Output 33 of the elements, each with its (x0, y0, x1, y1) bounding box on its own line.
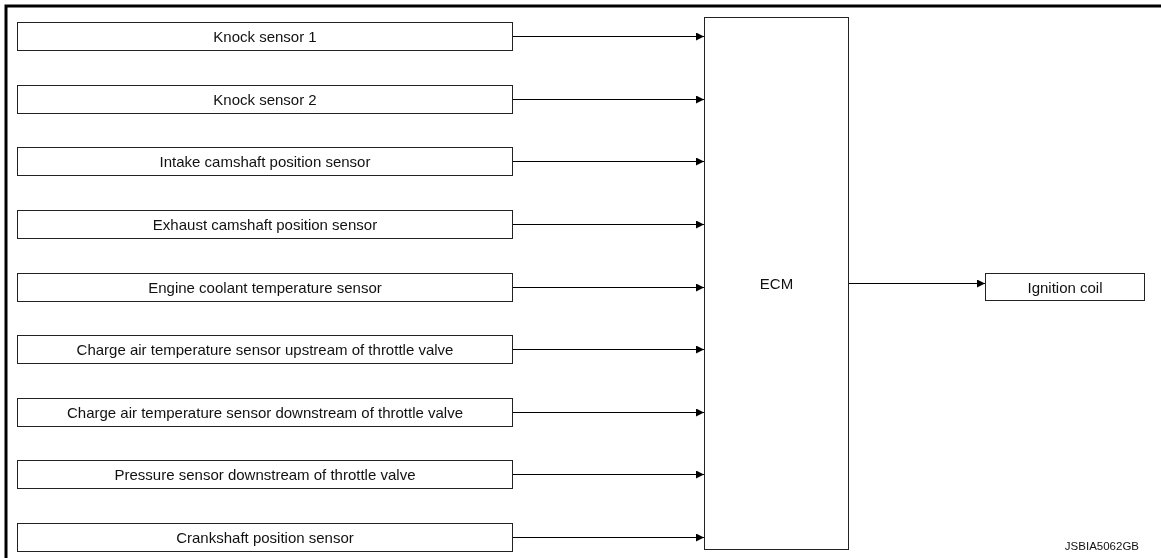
component-box (17, 460, 513, 489)
component-box (17, 22, 513, 51)
component-box (17, 335, 513, 364)
component-box (985, 273, 1145, 301)
component-box (17, 85, 513, 114)
box-label: Pressure sensor downstream of throttle valve (114, 466, 416, 483)
arrow (512, 470, 705, 479)
box-label: Charge air temperature sensor downstream of throttle valve (67, 404, 463, 421)
component-box (17, 273, 513, 302)
box-label: Knock sensor 1 (213, 28, 317, 45)
controller-box (704, 17, 849, 550)
box-label: Knock sensor 2 (213, 91, 317, 108)
box-label: Intake camshaft position sensor (159, 153, 371, 170)
box-label: Crankshaft position sensor (176, 529, 354, 546)
component-box (17, 523, 513, 552)
box-label: Exhaust camshaft position sensor (152, 216, 378, 233)
box-label: ECM (759, 275, 794, 292)
arrow (512, 32, 705, 41)
arrow (512, 220, 705, 229)
arrow (512, 533, 705, 542)
box-label: Ignition coil (1027, 278, 1103, 296)
arrow (848, 279, 986, 288)
arrow (512, 157, 705, 166)
component-box (17, 398, 513, 427)
arrow (512, 95, 705, 104)
box-label: Charge air temperature sensor upstream of throttle valve (76, 341, 454, 358)
component-box (17, 147, 513, 176)
arrow (512, 345, 705, 354)
figure-id: JSBIA5062GB (1064, 540, 1139, 552)
box-label: Engine coolant temperature sensor (148, 279, 382, 296)
component-box (17, 210, 513, 239)
arrow (512, 408, 705, 417)
arrow (512, 283, 705, 292)
